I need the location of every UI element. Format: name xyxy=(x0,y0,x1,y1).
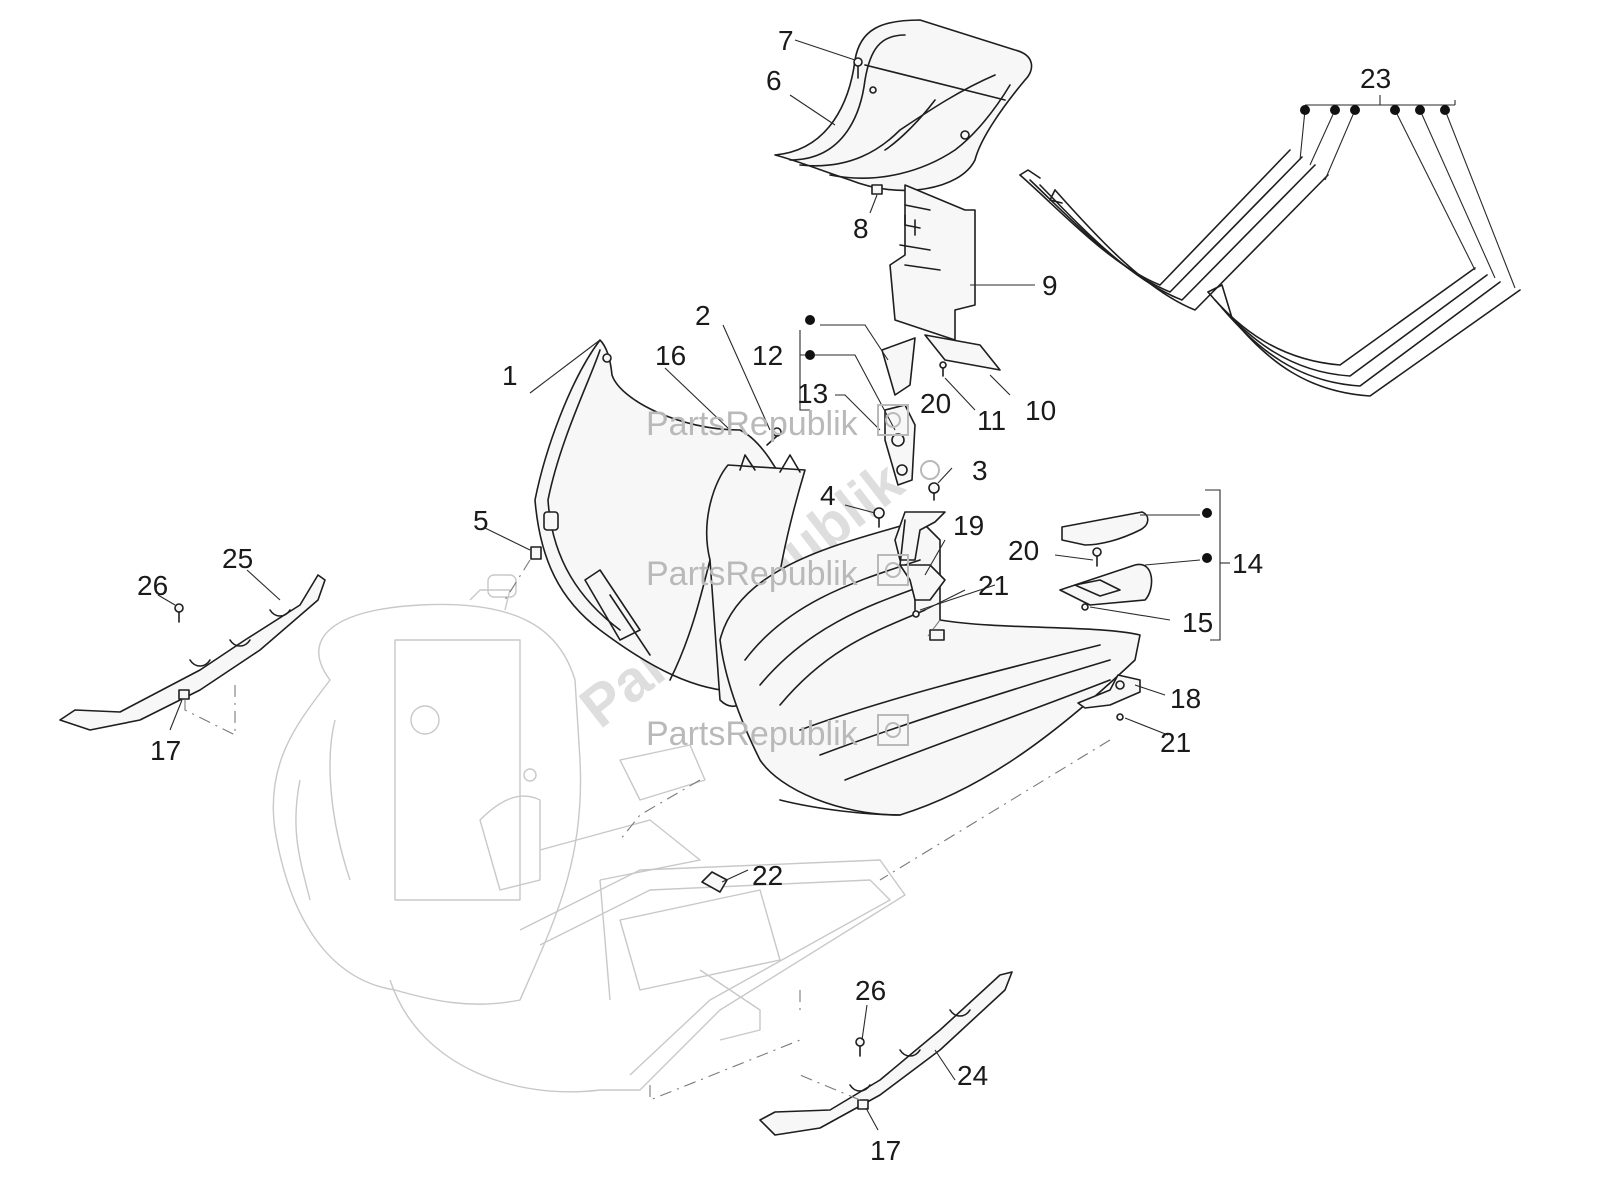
part-small-plate xyxy=(924,334,1001,371)
callout-6: 6 xyxy=(766,65,782,96)
callout-20-top: 20 xyxy=(920,388,951,419)
body-frame-ghost xyxy=(272,574,906,1093)
part-rear-trims xyxy=(1059,511,1153,606)
callout-8: 8 xyxy=(853,213,869,244)
callout-26-bottom: 26 xyxy=(855,975,886,1006)
callout-21-bottom: 21 xyxy=(1160,727,1191,758)
watermark-text-3: PartsRepublik xyxy=(646,715,859,753)
callout-9: 9 xyxy=(1042,270,1058,301)
callout-15: 15 xyxy=(1182,607,1213,638)
callout-18: 18 xyxy=(1170,683,1201,714)
callout-23: 23 xyxy=(1360,63,1391,94)
callout-12: 12 xyxy=(752,340,783,371)
reference-dots xyxy=(805,105,1450,563)
watermarks: PartsRepublik PartsRepublik PartsRepubli… xyxy=(646,404,940,753)
callout-25: 25 xyxy=(222,543,253,574)
part-bracket-18 xyxy=(1077,674,1141,709)
part-footrest-strips xyxy=(1019,149,1521,397)
callout-21-top: 21 xyxy=(978,570,1009,601)
callout-2: 2 xyxy=(695,300,711,331)
watermark-gear-icon xyxy=(877,404,940,746)
part-cover-trim xyxy=(881,337,916,396)
part-side-strip-24 xyxy=(759,971,1013,1136)
callout-24: 24 xyxy=(957,1060,988,1091)
callout-5: 5 xyxy=(473,505,489,536)
callout-16: 16 xyxy=(655,340,686,371)
callout-17-left: 17 xyxy=(150,735,181,766)
callout-13: 13 xyxy=(797,378,828,409)
part-footrest-floor xyxy=(719,519,1141,816)
callout-4: 4 xyxy=(820,480,836,511)
callout-1: 1 xyxy=(502,360,518,391)
callout-7: 7 xyxy=(778,25,794,56)
assembly-lines xyxy=(184,559,1111,1101)
part-foot-mat xyxy=(774,19,1033,192)
watermark-text-1: PartsRepublik xyxy=(646,405,859,443)
callout-20-right: 20 xyxy=(1008,535,1039,566)
callout-labels: 7 6 8 9 10 11 12 13 2 16 1 20 3 4 19 21 … xyxy=(137,25,1391,1166)
callout-22: 22 xyxy=(752,860,783,891)
callout-17-bottom: 17 xyxy=(870,1135,901,1166)
callout-26-left: 26 xyxy=(137,570,168,601)
leader-lines xyxy=(157,39,1516,1131)
callout-10: 10 xyxy=(1025,395,1056,426)
callout-14: 14 xyxy=(1232,548,1263,579)
callout-11: 11 xyxy=(977,405,1006,436)
watermark-text-2: PartsRepublik xyxy=(646,555,859,593)
callout-19: 19 xyxy=(953,510,984,541)
callout-3: 3 xyxy=(972,455,988,486)
part-plate xyxy=(889,184,976,341)
part-side-strip-25 xyxy=(59,574,326,731)
fasteners xyxy=(174,57,1124,1110)
